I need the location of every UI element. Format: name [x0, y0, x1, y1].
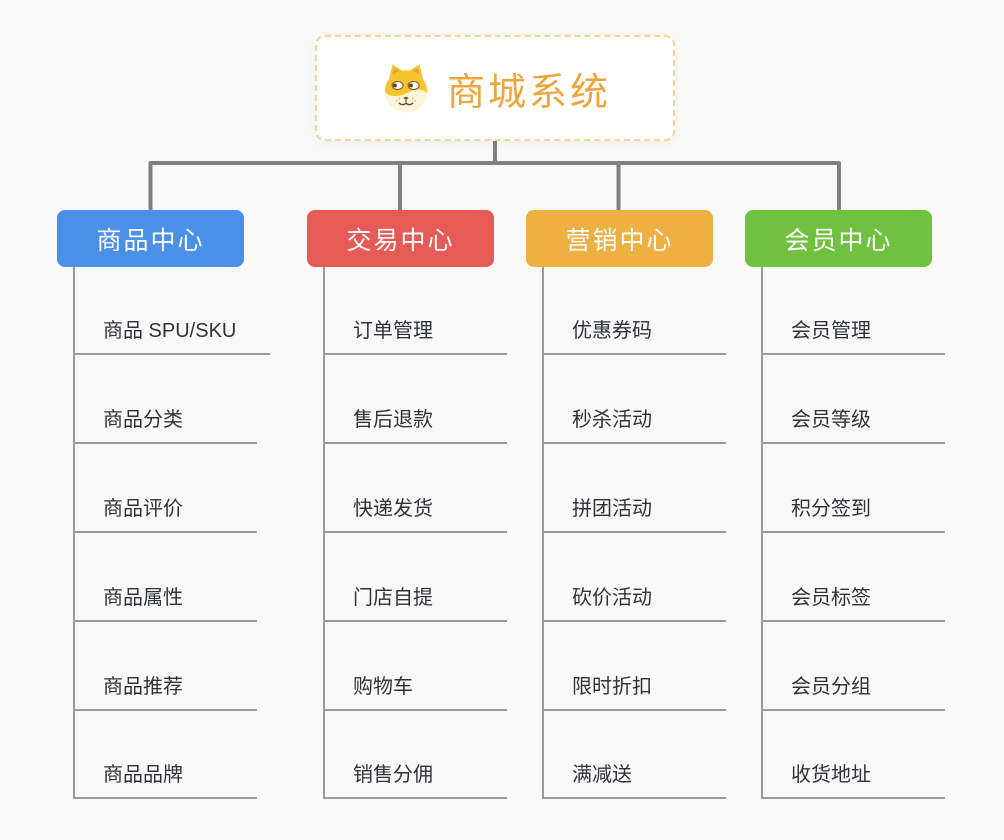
child-topic[interactable]: 商品 SPU/SKU	[73, 311, 271, 355]
branch-marketing-center: 营销中心 优惠券码 秒杀活动 拼团活动 砍价活动 限时折扣 满减送	[526, 210, 776, 825]
root-title: 商城系统	[446, 71, 611, 114]
branch-header-member[interactable]: 会员中心	[745, 210, 932, 267]
child-topic[interactable]: 会员等级	[761, 400, 945, 444]
child-topic[interactable]: 满减送	[542, 755, 726, 799]
child-topic[interactable]: 优惠券码	[542, 311, 726, 355]
child-topic[interactable]: 商品品牌	[73, 755, 257, 799]
branch-member-center: 会员中心 会员管理 会员等级 积分签到 会员标签 会员分组 收货地址	[745, 210, 995, 825]
child-topic[interactable]: 收货地址	[761, 755, 945, 799]
root-topic[interactable]: 商城系统	[315, 35, 675, 141]
branch-header-product[interactable]: 商品中心	[57, 210, 244, 267]
child-topic[interactable]: 销售分佣	[323, 755, 507, 799]
child-topic[interactable]: 售后退款	[323, 400, 507, 444]
child-topic[interactable]: 砍价活动	[542, 578, 726, 622]
child-topic[interactable]: 限时折扣	[542, 667, 726, 711]
child-topic[interactable]: 商品属性	[73, 578, 257, 622]
child-topic[interactable]: 拼团活动	[542, 489, 726, 533]
child-topic[interactable]: 会员标签	[761, 578, 945, 622]
child-topic[interactable]: 订单管理	[323, 311, 507, 355]
branch-trade-center: 交易中心 订单管理 售后退款 快递发货 门店自提 购物车 销售分佣	[307, 210, 557, 825]
branch-header-marketing[interactable]: 营销中心	[526, 210, 713, 267]
branch-header-trade[interactable]: 交易中心	[307, 210, 494, 267]
child-topic[interactable]: 会员管理	[761, 311, 945, 355]
child-topic[interactable]: 秒杀活动	[542, 400, 726, 444]
child-topic[interactable]: 商品分类	[73, 400, 257, 444]
connector-bus-line	[148, 161, 841, 212]
child-topic[interactable]: 购物车	[323, 667, 507, 711]
child-topic[interactable]: 快递发货	[323, 489, 507, 533]
child-topic[interactable]: 积分签到	[761, 489, 945, 533]
doge-face-icon	[379, 61, 433, 115]
branch-product-center: 商品中心 商品 SPU/SKU 商品分类 商品评价 商品属性 商品推荐 商品品牌	[57, 210, 307, 825]
child-topic[interactable]: 门店自提	[323, 578, 507, 622]
child-topic[interactable]: 商品评价	[73, 489, 257, 533]
child-topic[interactable]: 商品推荐	[73, 667, 257, 711]
child-topic[interactable]: 会员分组	[761, 667, 945, 711]
